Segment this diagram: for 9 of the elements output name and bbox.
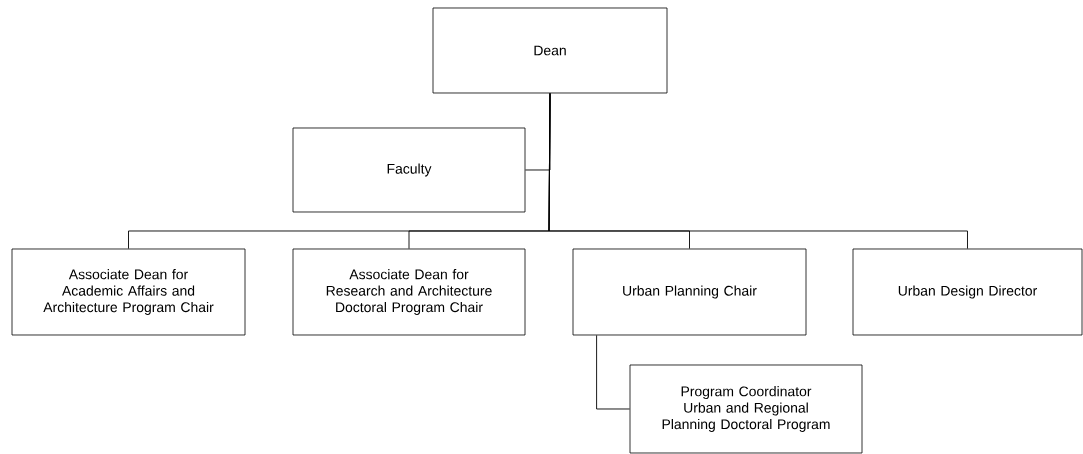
org-box: Associate Dean for Research and Architecture Doctoral Program Chair [292,248,526,336]
connector-line [548,92,968,250]
org-box: Urban Planning Chair [572,248,807,336]
org-box: Urban Design Director [852,248,1083,336]
org-box: Faculty [292,127,526,213]
org-box: Program Coordinator Urban and Regional Planning Doctoral Program [629,364,863,454]
org-box: Dean [432,7,668,94]
connector-line [596,334,631,410]
org-box: Associate Dean for Academic Affairs and Architecture Program Chair [11,248,246,336]
